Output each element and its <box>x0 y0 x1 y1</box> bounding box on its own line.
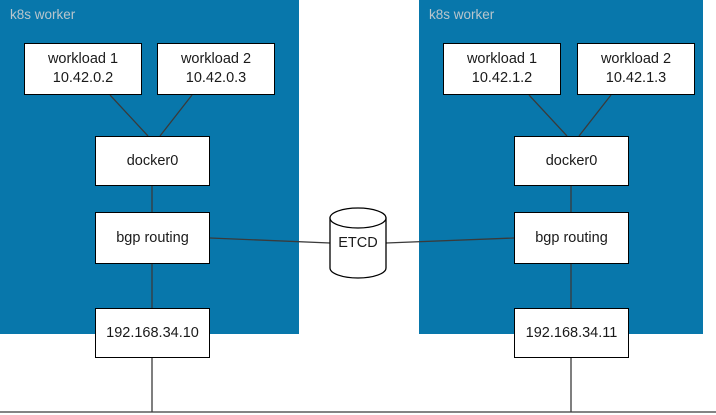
node-left-workload-2[interactable]: workload 2 10.42.0.3 <box>157 43 275 95</box>
link-right-workload1-docker0 <box>528 94 568 137</box>
link-left-workload2-docker0 <box>159 94 193 137</box>
node-left-workload-1[interactable]: workload 1 10.42.0.2 <box>24 43 142 95</box>
node-right-workload-2-ip: 10.42.1.3 <box>605 70 667 86</box>
link-left-workload1-docker0 <box>109 94 149 137</box>
node-right-workload-2-name: workload 2 <box>600 51 672 67</box>
node-right-workload-1-ip: 10.42.1.2 <box>471 70 533 86</box>
node-right-host-ip[interactable]: 192.168.34.11 <box>514 308 629 358</box>
node-left-bgp-routing-label: bgp routing <box>116 229 189 246</box>
link-etcd-right-bgp <box>385 237 515 244</box>
node-etcd-datastore[interactable]: ETCD <box>328 207 388 279</box>
worker-label-left: k8s worker <box>10 7 76 22</box>
node-right-bgp-routing[interactable]: bgp routing <box>514 212 629 264</box>
node-left-workload-1-name: workload 1 <box>47 51 119 67</box>
node-right-docker0-label: docker0 <box>545 152 598 169</box>
cylinder-icon <box>329 207 387 279</box>
node-left-workload-2-name: workload 2 <box>180 51 252 67</box>
node-right-workload-2[interactable]: workload 2 10.42.1.3 <box>577 43 695 95</box>
node-right-bgp-routing-label: bgp routing <box>535 229 608 246</box>
node-left-bgp-routing[interactable]: bgp routing <box>95 212 210 264</box>
node-right-host-ip-label: 192.168.34.11 <box>525 324 618 341</box>
node-left-host-ip[interactable]: 192.168.34.10 <box>95 308 210 358</box>
node-left-workload-1-ip: 10.42.0.2 <box>52 70 114 86</box>
worker-label-right: k8s worker <box>429 7 495 22</box>
link-right-workload2-docker0 <box>578 94 612 137</box>
node-right-docker0[interactable]: docker0 <box>514 136 629 186</box>
node-left-host-ip-label: 192.168.34.10 <box>106 324 199 341</box>
node-left-workload-2-ip: 10.42.0.3 <box>185 70 247 86</box>
node-right-workload-1-name: workload 1 <box>466 51 538 67</box>
node-right-workload-1[interactable]: workload 1 10.42.1.2 <box>443 43 561 95</box>
node-left-docker0-label: docker0 <box>126 152 179 169</box>
link-left-bgp-etcd <box>209 237 331 244</box>
node-left-docker0[interactable]: docker0 <box>95 136 210 186</box>
